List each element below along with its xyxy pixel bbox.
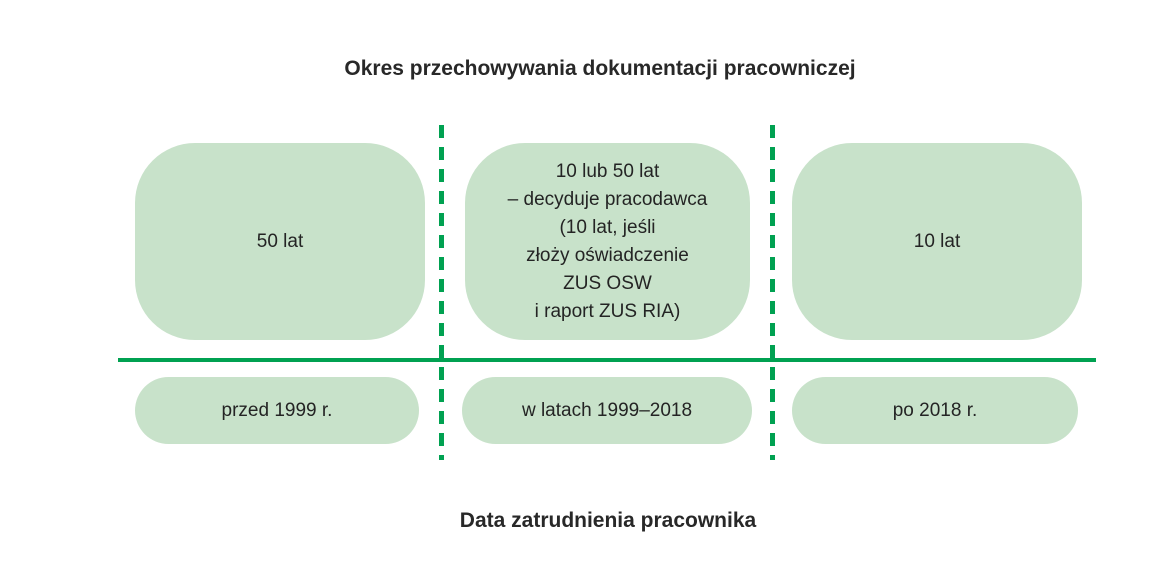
period-pill-after-2018: po 2018 r. [792, 377, 1078, 444]
diagram-title: Okres przechowywania dokumentacji pracow… [344, 57, 856, 80]
retention-box-before-1999: 50 lat [135, 143, 425, 340]
period-pill-1999-2018: w latach 1999–2018 [462, 377, 752, 444]
column-divider-dashed-right [770, 125, 775, 460]
retention-box-after-2018: 10 lat [792, 143, 1082, 340]
retention-box-1999-2018: 10 lub 50 lat – decyduje pracodawca (10 … [465, 143, 750, 340]
axis-label: Data zatrudnienia pracownika [459, 509, 757, 532]
column-divider-dashed-left [439, 125, 444, 460]
timeline-axis-line [118, 358, 1096, 362]
period-pill-before-1999: przed 1999 r. [135, 377, 419, 444]
